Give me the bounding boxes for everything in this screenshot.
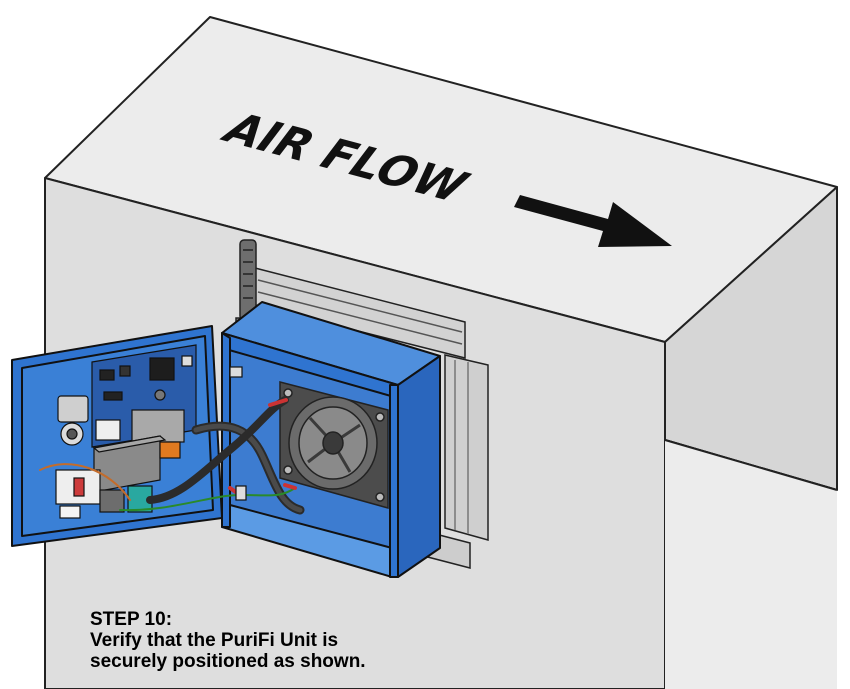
circuit-board [91,344,197,448]
right-arrow-icon [514,195,672,247]
step-instruction-line-1: Verify that the PuriFi Unit is [90,630,339,651]
step-instruction-line-2: securely positioned as shown. [90,651,366,672]
fan-icon [279,381,389,509]
unit-right-face [397,355,441,578]
hinge-connectors [229,366,247,501]
step-caption: STEP 10: Verify that the PuriFi Unit is … [90,609,510,672]
step-number: STEP 10: [90,609,173,630]
wiring-harness [39,396,305,515]
camera-sensor-icon [57,395,89,446]
